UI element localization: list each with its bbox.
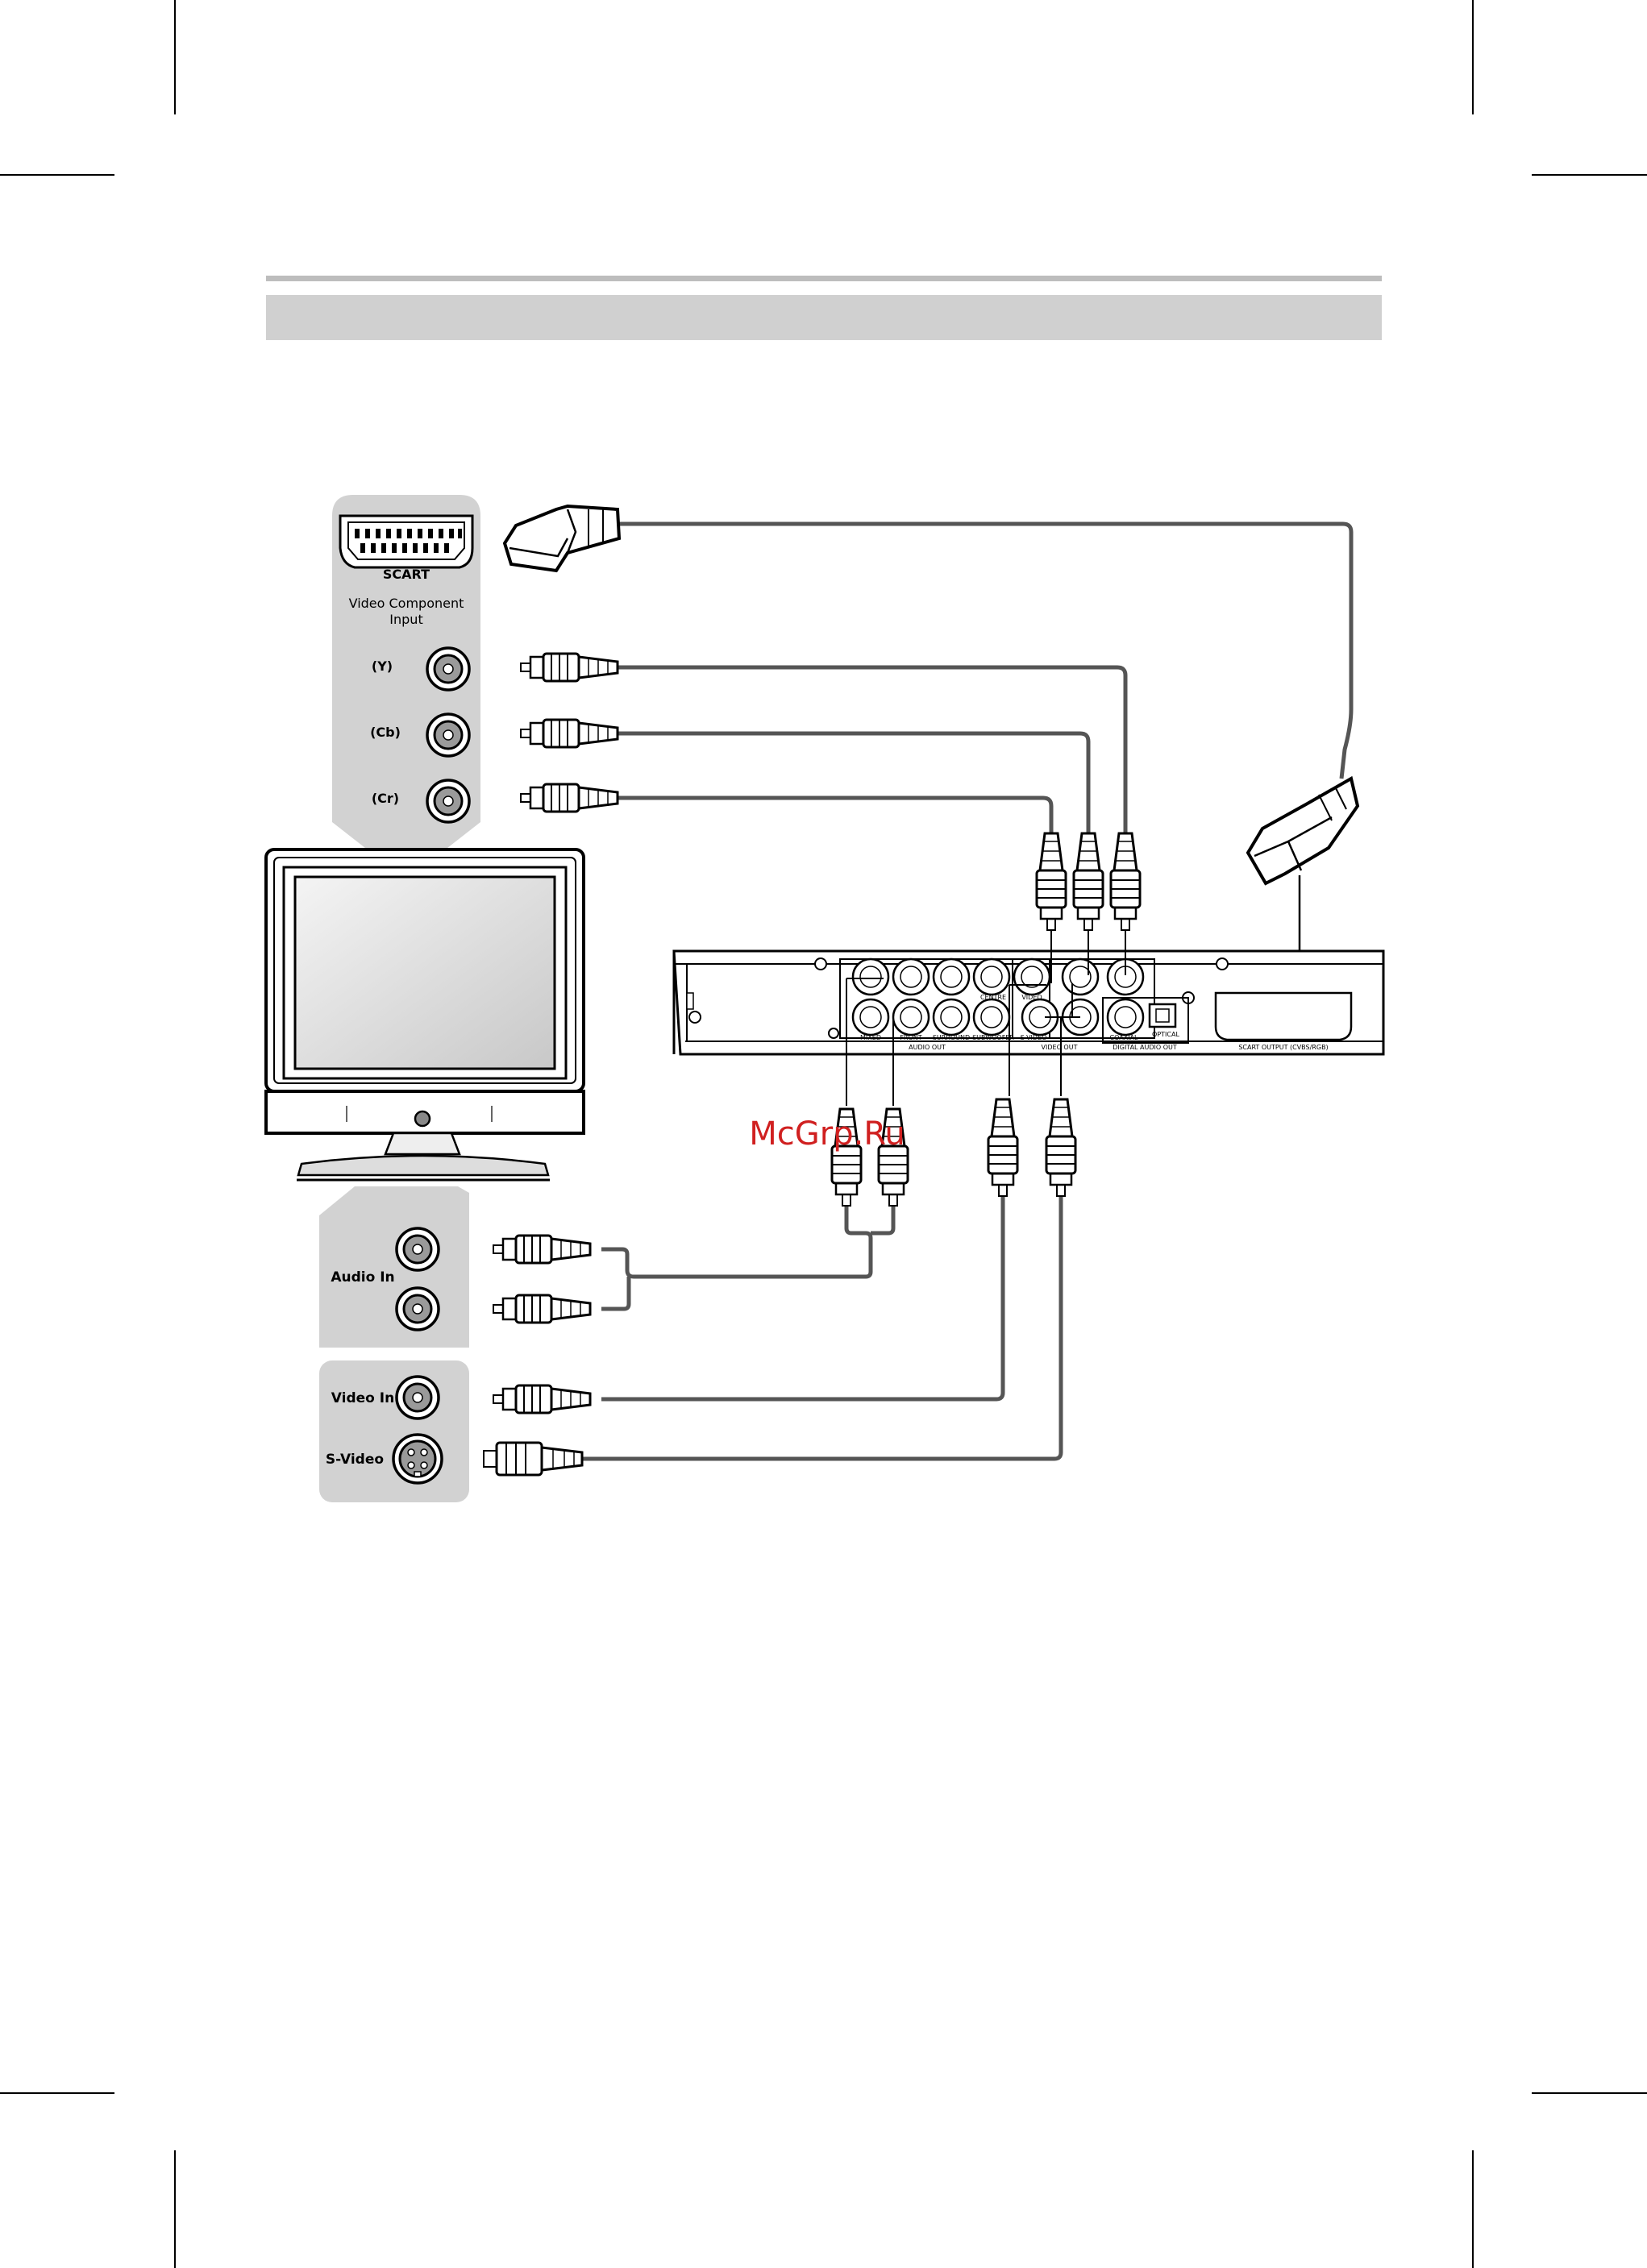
rca-plug-audio-l-tv [493,1236,590,1263]
tv-svideo-jack [393,1435,442,1483]
label-mixed: MIXED [860,1034,881,1041]
jack-mixed-r [853,999,888,1035]
tv-jack-cr [427,780,469,822]
label-subwoofer: SUBWOOFER [972,1034,1014,1041]
jack-surround-r [934,999,969,1035]
video-in-label: Video In [331,1390,394,1406]
rca-plug-video-player [988,1099,1017,1196]
label-coaxial: COAXIAL [1110,1034,1139,1041]
rca-plug-cb-tv [521,720,618,747]
rca-plug-cb-player [1074,833,1103,930]
component-title-2: Input [389,612,422,627]
rca-plug-audio-r-tv [493,1295,590,1323]
tv-video-panel: Video In S-Video [319,1360,469,1502]
cb-label: (Cb) [370,725,401,740]
jack-coaxial [1108,999,1143,1035]
label-audio-out: AUDIO OUT [909,1044,946,1051]
tv-scart-socket [340,516,472,567]
label-surround: SURROUND [933,1034,970,1041]
scart-plug-player [1248,779,1358,883]
jack-cb-pb [1063,959,1098,995]
dvd-player-rear-panel: MIXED FRONT SURROUND SUBWOOFER CENTRE AU… [674,930,1383,1106]
rca-plug-y-player [1111,833,1140,930]
tv-jack-cb [427,714,469,756]
jack-front-l [893,959,929,995]
cable-video [601,1193,1003,1399]
cable-audio-r [871,1203,893,1233]
label-video: VIDEO [1021,994,1042,1001]
tv-audio-panel: Audio In [319,1186,469,1348]
tv-audio-jack-l [397,1228,439,1270]
rca-plug-cr-tv [521,784,618,812]
tv-audio-jack-r [397,1288,439,1330]
scart-plug-tv [505,506,619,571]
label-centre: CENTRE [980,994,1006,1001]
svideo-plug-player [1046,1099,1075,1196]
component-title: Video Component [349,596,464,611]
label-s-video: S-VIDEO [1021,1034,1047,1041]
svideo-plug-tv [484,1443,582,1475]
cr-label: (Cr) [372,791,399,806]
rca-plug-y-tv [521,654,618,681]
label-front: FRONT [900,1034,921,1041]
label-video-out: VIDEO OUT [1042,1044,1078,1051]
rca-plug-video-tv [493,1385,590,1413]
rca-plug-cr-player [1037,833,1066,930]
label-scart-output: SCART OUTPUT (CVBS/RGB) [1238,1044,1328,1051]
jack-surround-l [934,959,969,995]
watermark: McGrp.Ru [749,1115,905,1153]
tv-set [266,849,584,1180]
jack-centre [974,959,1009,995]
tv-input-panel-top: SCART Video Component Input (Y) (Cb) (Cr… [332,495,480,851]
jack-subwoofer [974,999,1009,1035]
tv-jack-y [427,648,469,690]
label-digital-audio-out: DIGITAL AUDIO OUT [1113,1044,1177,1051]
audio-in-label: Audio In [331,1269,394,1286]
jack-video [1014,959,1050,995]
scart-cable [618,524,1351,779]
cable-audio-split [601,1277,629,1309]
scart-label: SCART [383,567,430,582]
y-label: (Y) [372,658,393,674]
cable-cr [618,798,1051,833]
cable-audio-l [601,1203,871,1277]
jack-front-r [893,999,929,1035]
label-optical: OPTICAL [1152,1031,1179,1038]
svideo-label: S-Video [326,1452,384,1468]
cable-svideo [580,1193,1061,1459]
jack-mixed-l [853,959,888,995]
cable-cb [618,733,1088,833]
tv-video-jack [397,1377,439,1419]
